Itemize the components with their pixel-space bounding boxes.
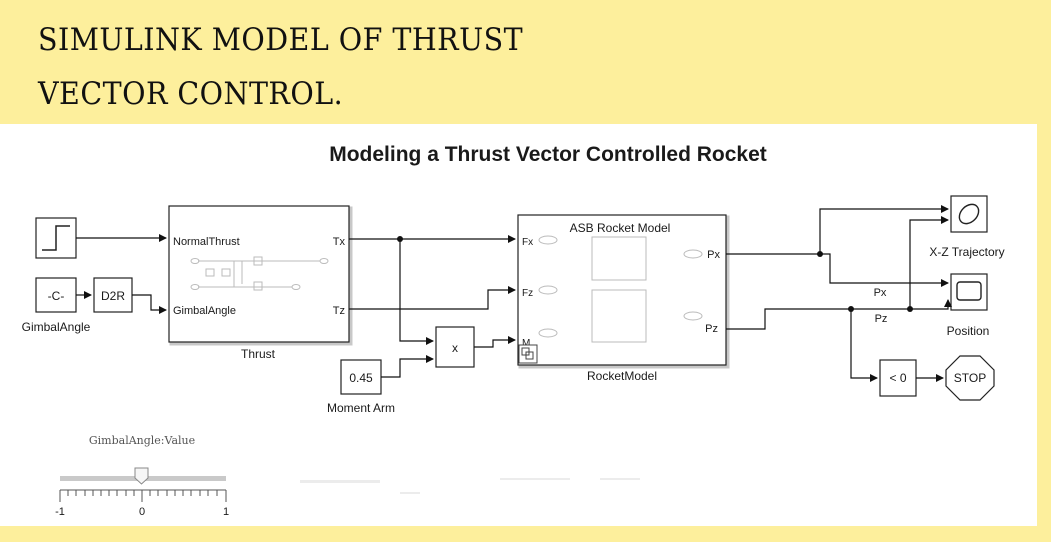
- simulink-canvas: Modeling a Thrust Vector Controlled Rock…: [0, 124, 1037, 526]
- constant-block[interactable]: -C-: [35, 277, 77, 313]
- moment-arm-value: 0.45: [349, 371, 373, 385]
- stop-block[interactable]: STOP: [945, 355, 995, 401]
- xz-trajectory-label: X-Z Trajectory: [929, 245, 1004, 259]
- thrust-subsystem[interactable]: NormalThrust GimbalAngle Tx Tz: [168, 205, 353, 346]
- slide-title-line1: SIMULINK MODEL OF THRUST: [38, 22, 524, 58]
- signal-label-px: Px: [874, 287, 887, 299]
- block-diagram: Modeling a Thrust Vector Controlled Rock…: [22, 143, 1005, 518]
- rocket-port-fx: Fx: [522, 237, 533, 248]
- position-label: Position: [947, 324, 990, 338]
- slider-mid: 0: [139, 506, 145, 518]
- slider-thumb[interactable]: [134, 467, 149, 485]
- slider-min: -1: [55, 506, 65, 518]
- moment-arm-label: Moment Arm: [327, 401, 395, 415]
- rocket-port-pz: Pz: [705, 323, 718, 335]
- compare-text: < 0: [889, 371, 906, 385]
- thrust-mini-diagram-icon: [190, 256, 329, 291]
- thrust-port-gimbalangle: GimbalAngle: [173, 305, 236, 317]
- rocket-inner-icon: [538, 235, 703, 343]
- thrust-label: Thrust: [241, 347, 276, 361]
- constant-value: -C-: [48, 289, 65, 303]
- rocket-model-subsystem[interactable]: ASB Rocket Model Fx Fz M Px Pz: [517, 214, 730, 369]
- faint-artifacts: [300, 478, 640, 494]
- slide-title-line2: VECTOR CONTROL.: [38, 76, 344, 112]
- constant-label: GimbalAngle: [22, 320, 91, 334]
- compare-to-zero-block[interactable]: < 0: [879, 359, 917, 397]
- thrust-port-normalthrust: NormalThrust: [173, 236, 240, 248]
- rocket-port-m: M: [522, 338, 530, 349]
- thrust-port-tz: Tz: [333, 305, 345, 317]
- d2r-block[interactable]: D2R: [93, 277, 133, 313]
- signal-lines: [76, 205, 952, 382]
- product-symbol: x: [452, 341, 458, 355]
- d2r-label: D2R: [101, 289, 125, 303]
- thrust-port-tx: Tx: [333, 236, 346, 248]
- signal-label-pz: Pz: [875, 313, 888, 325]
- gimbal-angle-slider[interactable]: GimbalAngle:Value -1 0 1: [55, 434, 229, 518]
- slider-max: 1: [223, 506, 229, 518]
- subsystem-badge-icon: [518, 344, 538, 364]
- product-block[interactable]: x: [435, 326, 475, 368]
- rocket-title: ASB Rocket Model: [570, 221, 671, 235]
- position-scope[interactable]: [950, 273, 988, 311]
- stop-text: STOP: [954, 371, 986, 385]
- stop-sign-icon: [945, 355, 995, 401]
- step-block[interactable]: [35, 217, 77, 259]
- xz-trajectory-scope[interactable]: [950, 195, 988, 233]
- moment-arm-block[interactable]: 0.45: [340, 359, 382, 395]
- rocket-port-px: Px: [707, 249, 720, 261]
- rocket-model-label: RocketModel: [587, 369, 657, 383]
- scope-icon: [956, 281, 982, 301]
- rocket-port-fz: Fz: [522, 288, 533, 299]
- step-icon: [42, 225, 70, 251]
- slider-label: GimbalAngle:Value: [89, 434, 195, 447]
- slider-ticks: [59, 489, 227, 502]
- model-title: Modeling a Thrust Vector Controlled Rock…: [329, 143, 767, 166]
- xy-graph-icon: [958, 203, 980, 225]
